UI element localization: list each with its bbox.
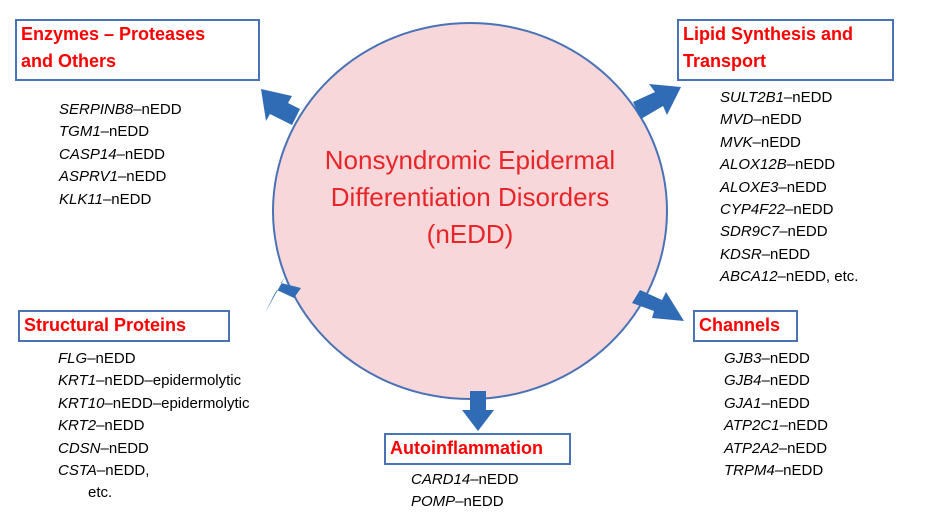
category-structural-proteins: Structural Proteins [18, 310, 230, 342]
gene-item: CDSN–nEDD [58, 439, 149, 457]
gene-item: FLG–nEDD [58, 350, 136, 367]
gene-item: ATP2A2–nEDD [724, 439, 828, 457]
arrow-to-channels [632, 290, 684, 321]
gene-item: SDR9C7–nEDD [720, 223, 828, 241]
gene-item: GJA1–nEDD [724, 394, 810, 412]
gene-item: SULT2B1–nEDD [720, 89, 833, 106]
central-title: Nonsyndromic Epidermal Differentiation D… [272, 142, 668, 253]
structural-gene-list: FLG–nEDD KRT1–nEDD–epidermolytic KRT10–n… [58, 348, 250, 505]
gene-item: CYP4F22–nEDD [720, 201, 834, 219]
gene-item: ALOX12B–nEDD [720, 156, 836, 174]
category-title-line: Channels [699, 315, 781, 335]
gene-item: KDSR–nEDD [720, 245, 811, 263]
gene-item: POMP–nEDD [411, 493, 504, 511]
category-title-line: Structural Proteins [24, 315, 187, 335]
autoinflammation-gene-list: CARD14–nEDD POMP–nEDD [411, 469, 519, 514]
gene-item: ATP2C1–nEDD [724, 417, 828, 435]
category-enzymes: Enzymes – Proteases and Others [15, 19, 260, 81]
gene-item: TGM1–nEDD [59, 123, 150, 141]
channels-gene-list: GJB3–nEDD GJB4–nEDD GJA1–nEDD ATP2C1–nED… [724, 348, 828, 482]
category-channels: Channels [693, 310, 798, 342]
gene-item: CASP14–nEDD [59, 145, 165, 163]
category-title-line: Enzymes – Proteases [21, 24, 206, 44]
gene-item: GJB4–nEDD [724, 372, 810, 390]
category-title-line: and Others [21, 51, 117, 71]
lipid-gene-list: SULT2B1–nEDD MVD–nEDD MVK–nEDD ALOX12B–n… [720, 87, 858, 289]
gene-item: KRT1–nEDD–epidermolytic [58, 372, 242, 390]
category-autoinflammation: Autoinflammation [384, 433, 571, 465]
gene-item: ABCA12–nEDD, etc. [720, 268, 859, 286]
gene-item: SERPINB8–nEDD [59, 101, 182, 118]
central-circle [272, 22, 668, 400]
arrow-to-enzymes [261, 89, 300, 125]
gene-item: MVK–nEDD [720, 133, 801, 151]
central-title-line: Nonsyndromic Epidermal [324, 145, 616, 175]
arrow-to-autoinflammation [462, 391, 494, 431]
enzymes-gene-list: SERPINB8–nEDD TGM1–nEDD CASP14–nEDD ASPR… [59, 99, 182, 211]
category-lipid-synthesis: Lipid Synthesis and Transport [677, 19, 894, 81]
gene-item: KRT2–nEDD [58, 417, 145, 435]
category-title-line: Transport [683, 51, 767, 71]
category-title-line: Lipid Synthesis and [683, 24, 854, 44]
arrow-to-lipid [633, 84, 681, 119]
category-title-line: Autoinflammation [390, 438, 543, 458]
gene-item: TRPM4–nEDD [724, 462, 824, 480]
gene-item: GJB3–nEDD [724, 350, 810, 367]
central-title-line: (nEDD) [426, 219, 514, 249]
central-title-line: Differentiation Disorders [330, 182, 610, 212]
gene-item: KRT10–nEDD–epidermolytic [58, 394, 250, 412]
arrow-to-structural [265, 277, 301, 313]
gene-item: ASPRV1–nEDD [59, 168, 167, 186]
gene-item: KLK11–nEDD [59, 190, 152, 208]
gene-item: MVD–nEDD [720, 111, 802, 129]
gene-item: ALOXE3–nEDD [720, 178, 827, 196]
gene-item: CARD14–nEDD [411, 471, 519, 488]
gene-item: CSTA–nEDD, [58, 462, 150, 480]
gene-item: etc. [88, 484, 113, 502]
